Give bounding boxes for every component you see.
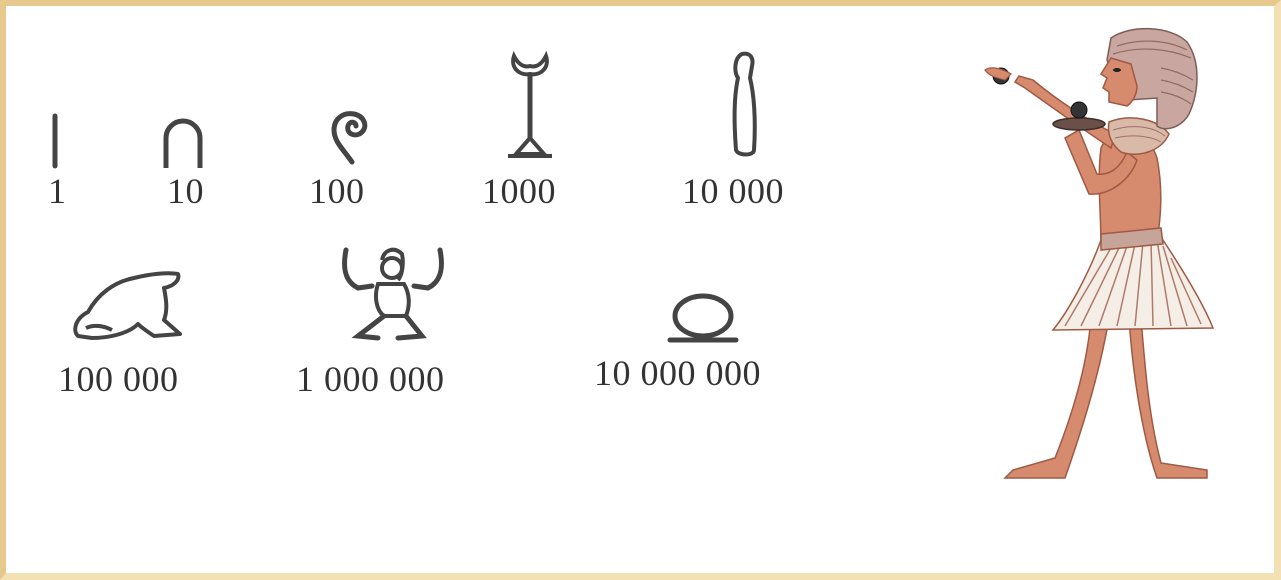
- numeral-value-10: 10: [167, 170, 204, 212]
- numeral-value-1000000: 1 000 000: [296, 358, 445, 400]
- egyptian-pharaoh-illustration: [961, 18, 1261, 488]
- shen-ring-icon: [664, 292, 742, 346]
- lotus-flower-icon: [500, 50, 560, 160]
- coil-of-rope-icon: [324, 106, 374, 166]
- numeral-value-1: 1: [48, 170, 67, 212]
- heh-god-icon: [338, 240, 448, 346]
- stroke-icon: [48, 114, 62, 168]
- numeral-value-10000: 10 000: [682, 170, 784, 212]
- numeral-value-10000000: 10 000 000: [594, 352, 761, 394]
- heel-bone-icon: [158, 116, 208, 168]
- numeral-value-100000: 100 000: [58, 358, 179, 400]
- finger-icon: [724, 50, 764, 160]
- tadpole-frog-icon: [68, 264, 188, 344]
- numeral-value-1000: 1000: [482, 170, 556, 212]
- numeral-value-100: 100: [309, 170, 365, 212]
